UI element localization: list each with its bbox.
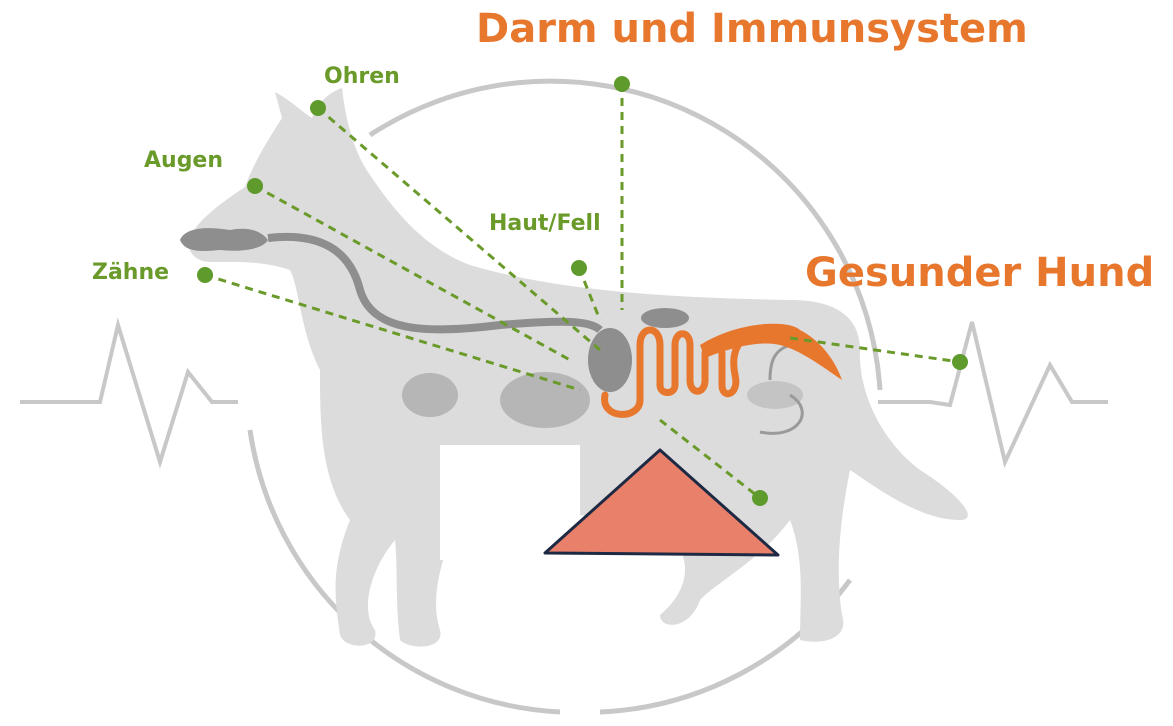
dot-zaehne	[197, 267, 213, 283]
label-augen: Augen	[144, 148, 223, 173]
liver-organ	[641, 308, 689, 328]
heartbeat-line-right	[878, 322, 1108, 462]
dot-darm	[614, 76, 630, 92]
dot-augen	[247, 178, 263, 194]
kidney-organ	[747, 381, 803, 409]
dot-haut-fell	[571, 260, 587, 276]
snout-organ	[180, 228, 268, 251]
label-haut-fell: Haut/Fell	[489, 211, 601, 236]
label-zaehne: Zähne	[92, 260, 169, 285]
dot-lower	[752, 490, 768, 506]
dot-ohren	[310, 100, 326, 116]
label-ohren: Ohren	[324, 64, 400, 89]
dot-gesund	[952, 354, 968, 370]
stomach-organ	[588, 328, 632, 392]
title-darm-und-immunsystem: Darm und Immunsystem	[476, 6, 1028, 52]
lung-organ	[402, 373, 458, 417]
title-gesunder-hund: Gesunder Hund	[805, 250, 1154, 296]
heartbeat-line-left	[20, 325, 238, 462]
dog-silhouette-icon	[189, 88, 968, 647]
